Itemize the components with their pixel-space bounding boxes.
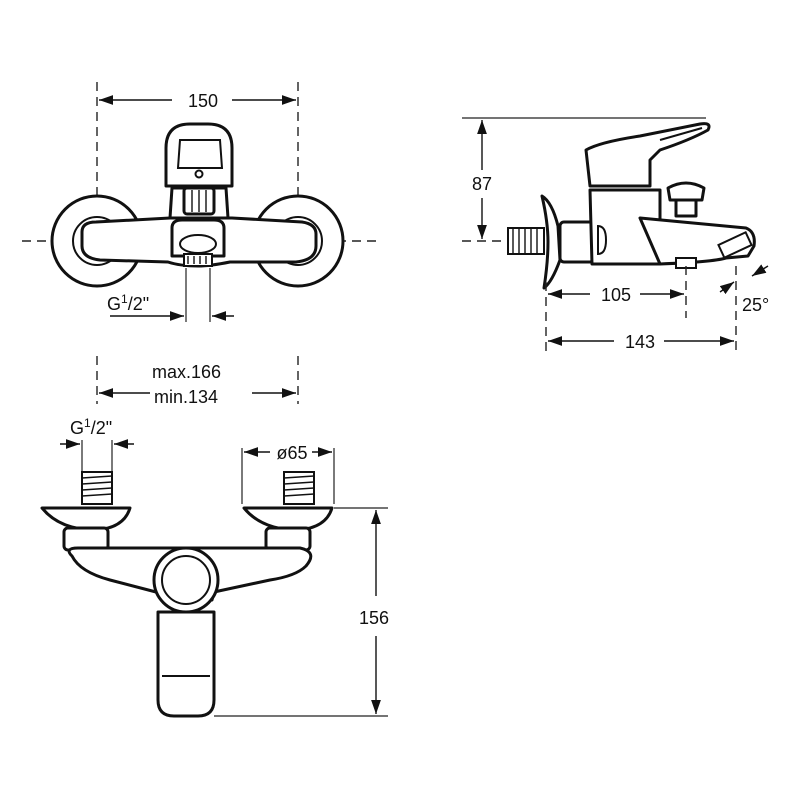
side-spout-tip <box>717 230 753 260</box>
side-lever <box>584 122 711 188</box>
dim-156-label: 156 <box>359 608 389 628</box>
side-view: 87 105 143 <box>462 117 769 352</box>
front-lever-recess <box>176 139 224 169</box>
top-spout <box>156 610 216 718</box>
angle-marker-b <box>751 264 769 277</box>
top-view: max.166 min.134 G1/2" ø65 <box>40 356 389 718</box>
top-thread-label: G1/2" <box>70 416 112 438</box>
side-diverter-knob <box>666 181 706 202</box>
top-lever-cap-inner <box>161 555 211 605</box>
front-spout-nozzle <box>183 253 213 267</box>
front-view: 150 G1/2" <box>22 82 380 322</box>
front-thread-label: G1/2" <box>107 292 149 314</box>
dim-143-label: 143 <box>625 332 655 352</box>
dim-min-label: min.134 <box>154 387 218 407</box>
dim-150-label: 150 <box>188 91 218 111</box>
side-nut <box>558 220 596 264</box>
side-flange <box>540 194 562 290</box>
angle-marker-a <box>719 281 735 295</box>
dim-87-label: 87 <box>472 174 492 194</box>
dim-105-label: 105 <box>601 285 631 305</box>
dim-65-label: ø65 <box>276 443 307 463</box>
front-spout-aerator <box>179 234 217 254</box>
dim-25-label: 25° <box>742 295 769 315</box>
dim-max-label: max.166 <box>152 362 221 382</box>
front-lever-dot <box>194 169 204 179</box>
side-body-curve <box>597 224 608 256</box>
side-thread-connector <box>507 227 545 255</box>
